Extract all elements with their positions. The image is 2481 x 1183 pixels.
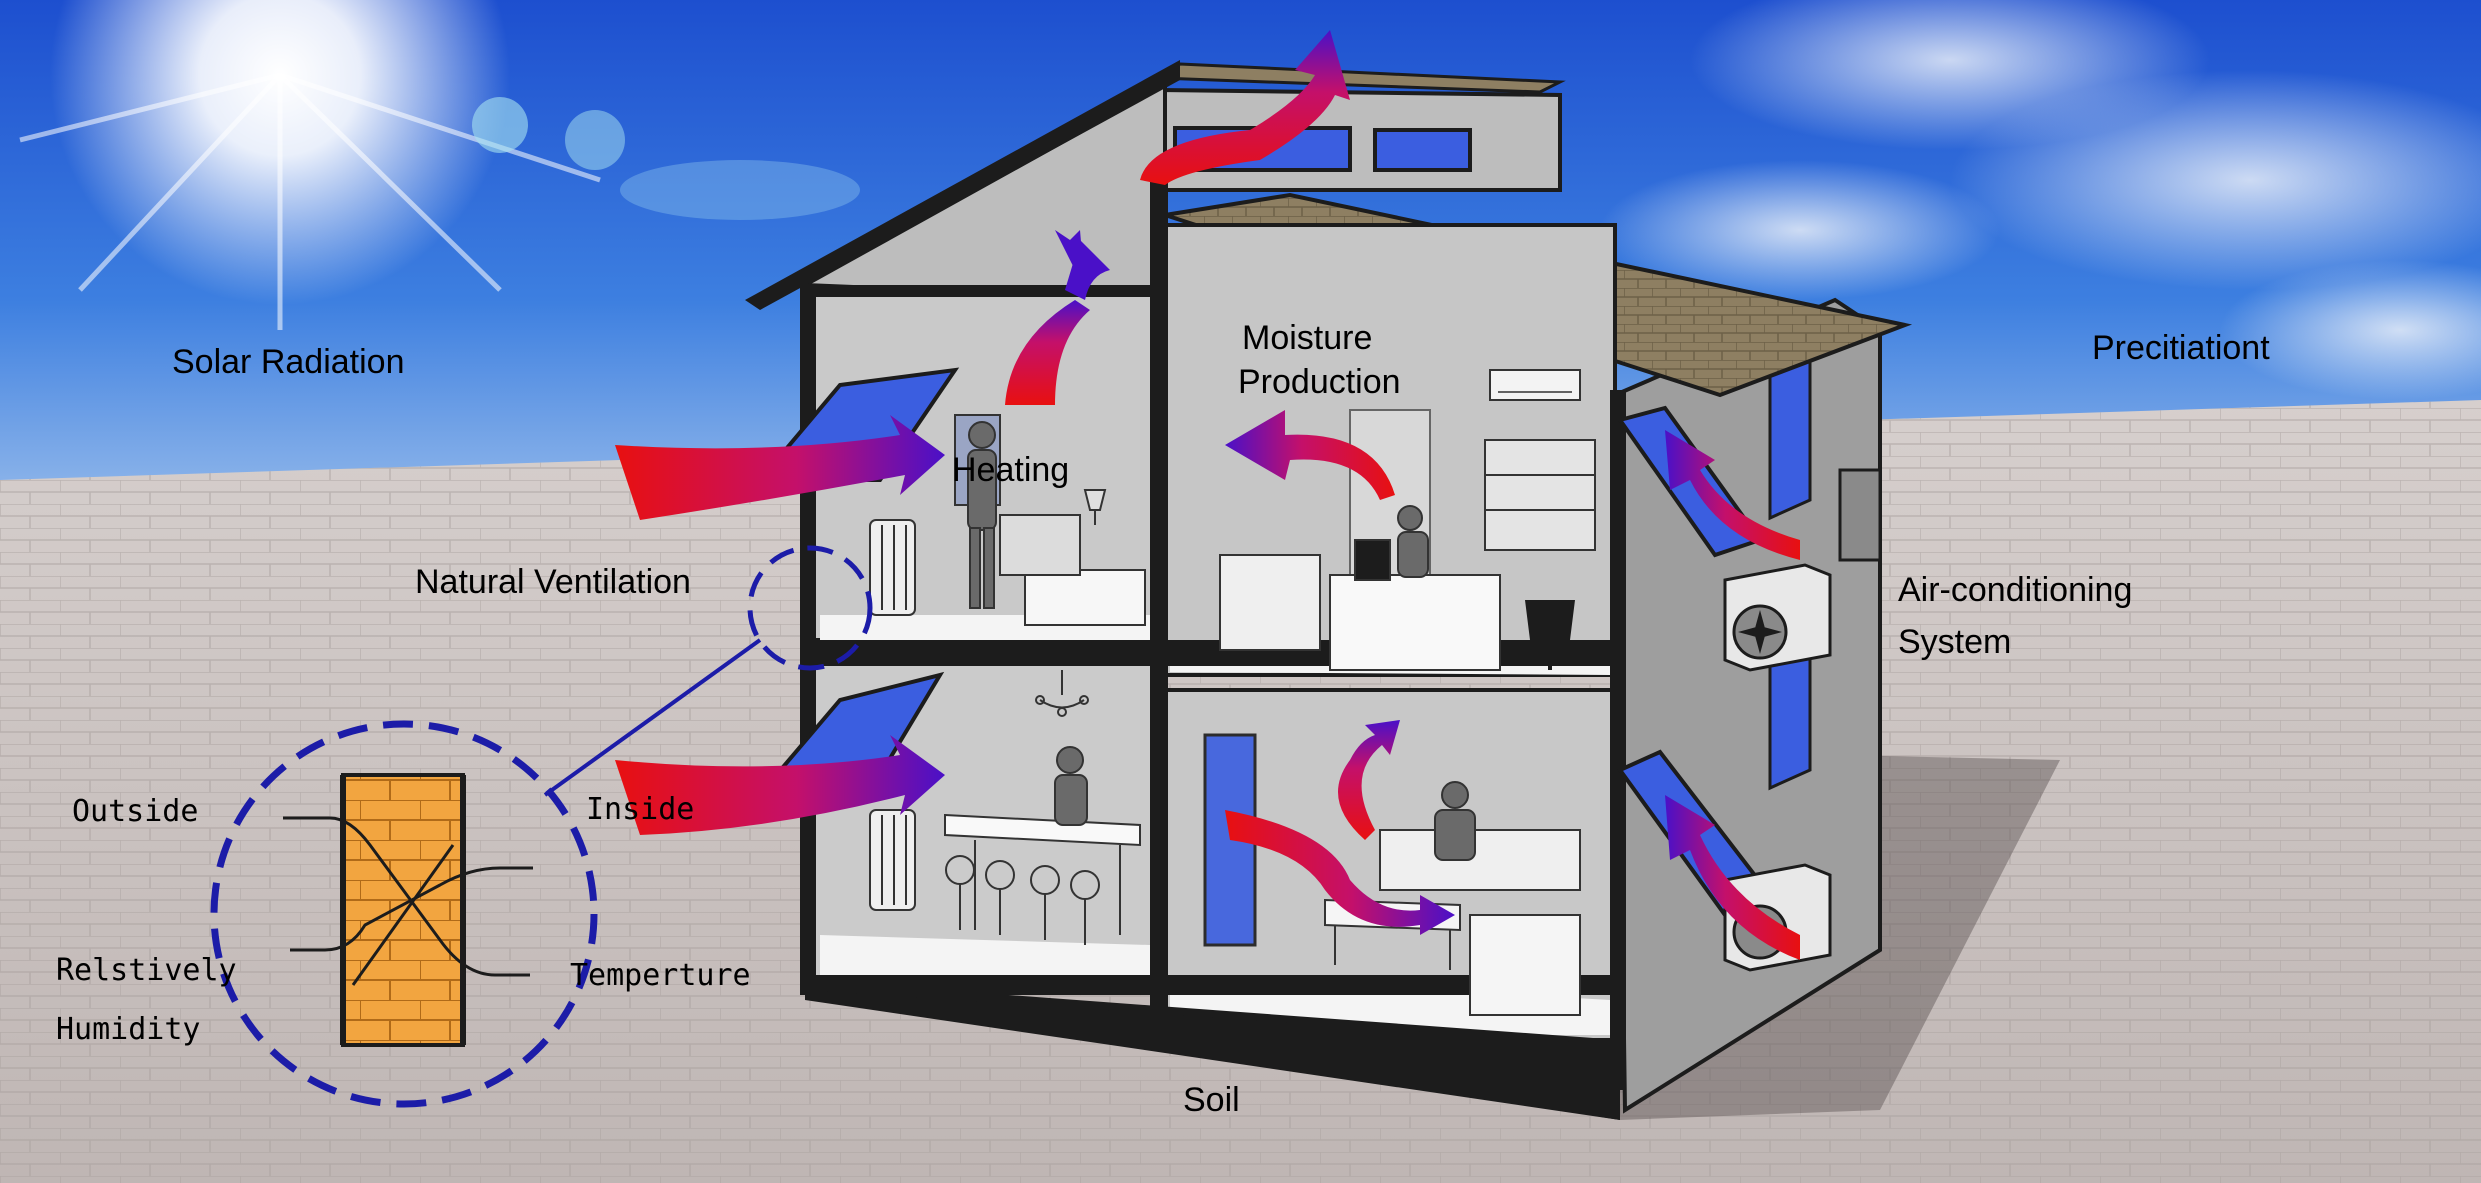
arrow-inflow-lower	[615, 735, 945, 835]
label-moisture-line2: Production	[1238, 363, 1401, 401]
clouds	[1600, 0, 2481, 400]
label-humidity-line2: Humidity	[56, 1012, 201, 1047]
callout-leader-line	[543, 638, 762, 797]
left-roof-edge	[745, 60, 1180, 310]
radiator-upper	[869, 519, 916, 616]
humidity-curve	[290, 866, 533, 952]
sun-icon	[19, 0, 860, 330]
label-heating: Heating	[952, 451, 1070, 489]
label-humidity-line1: Relstively	[56, 953, 237, 988]
arrow-rising-attic	[1005, 300, 1090, 405]
arrow-ac-lower	[1665, 795, 1800, 960]
arrow-inflow-upper	[615, 415, 945, 520]
person-seated-dining	[1054, 746, 1088, 826]
arrow-roof-exhaust	[1140, 30, 1350, 185]
person-at-desk	[1354, 505, 1429, 581]
radiator-lower	[869, 809, 916, 911]
chandelier	[1035, 670, 1089, 717]
callout-small-circle	[747, 545, 873, 671]
person-standing	[967, 421, 997, 609]
arrow-ac-upper	[1665, 430, 1800, 560]
arrow-moisture	[1225, 410, 1395, 500]
outdoor-ac-unit-upper	[1723, 563, 1832, 672]
label-precipitation: Precitiationt	[2092, 329, 2270, 367]
arrow-swirl	[1225, 810, 1455, 935]
label-ac-line2: System	[1898, 623, 2012, 661]
person-seated-living	[1434, 781, 1476, 861]
label-soil: Soil	[1183, 1081, 1240, 1119]
label-outside: Outside	[72, 794, 199, 829]
label-solar-radiation: Solar Radiation	[172, 343, 405, 381]
label-temperature: Temperture	[570, 958, 751, 993]
ventilation-callout	[210, 545, 873, 1108]
center-wall	[1150, 180, 1168, 1040]
label-inside: Inside	[586, 792, 695, 827]
brick-wall	[341, 773, 465, 1047]
temperature-curve	[283, 816, 530, 977]
label-ac-line1: Air-conditioning	[1898, 571, 2133, 609]
label-moisture-line1: Moisture	[1242, 319, 1373, 357]
callout-large-circle	[210, 720, 598, 1108]
house	[745, 60, 1913, 1120]
indoor-ac-unit	[1489, 369, 1581, 401]
label-natural-ventilation: Natural Ventilation	[415, 563, 691, 601]
airflow-arrows	[615, 30, 1800, 960]
wall-section-detail	[283, 773, 533, 1047]
